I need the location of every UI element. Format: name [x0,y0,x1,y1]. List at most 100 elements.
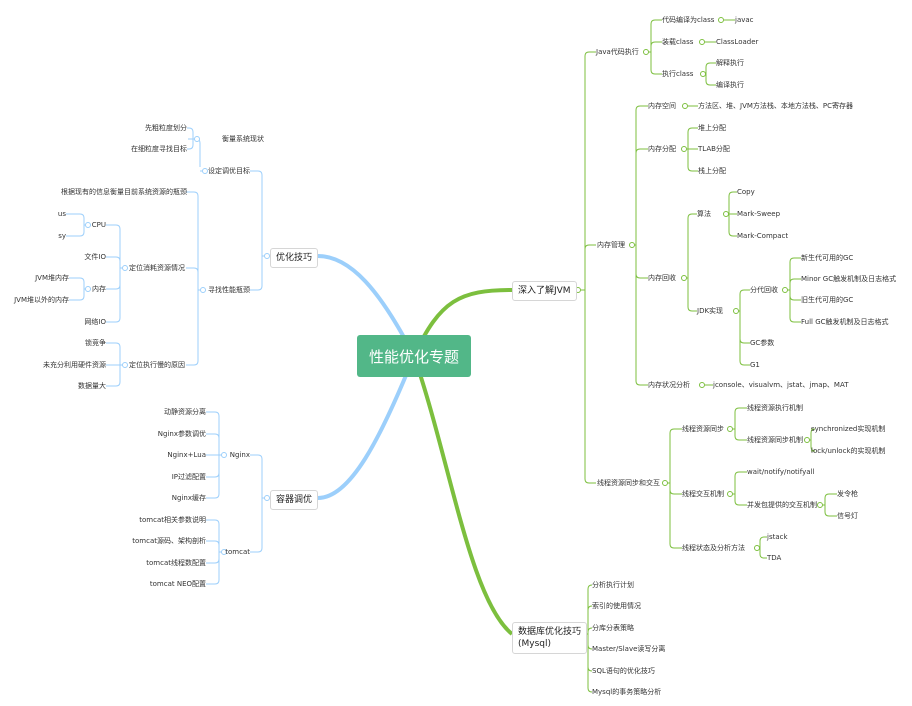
node-mem-mgmt[interactable]: 内存管理 [597,241,625,249]
leaf-db-1[interactable]: 索引的使用情况 [592,602,641,610]
leaf-minor-gc[interactable]: Minor GC触发机制及日志格式 [801,275,897,283]
leaf-db-3[interactable]: Master/Slave读写分离 [592,645,666,653]
leaf-copy[interactable]: Copy [737,188,755,196]
connector [250,170,263,176]
leaf-lock-unlock[interactable]: lock/unlock的实现机制 [811,447,886,455]
node-mem-space[interactable]: 内存空间 [648,102,676,110]
connector [187,144,194,150]
leaf-gc-params[interactable]: GC参数 [750,339,775,347]
node-slow-cause[interactable]: 定位执行慢的原因 [129,361,185,369]
leaf-off-heap[interactable]: JVM堆以外的内存 [14,296,69,304]
leaf-mark-compact[interactable]: Mark-Compact [737,232,789,240]
leaf-tomcat-2[interactable]: tomcat线程数配置 [146,559,206,567]
node-exec-class[interactable]: 执行class [662,70,694,78]
branch-knob [681,275,687,281]
node-thread-inter[interactable]: 线程交互机制 [682,490,724,498]
connector [206,558,220,564]
central-topic[interactable]: 性能优化专题 [357,335,471,377]
leaf-jvm-heap[interactable]: JVM堆内存 [35,274,69,282]
leaf-hardware[interactable]: 未充分利用硬件资源 [43,361,106,369]
connector [106,224,121,230]
leaf-classloader[interactable]: ClassLoader [716,38,759,46]
node-java-exec[interactable]: Java代码执行 [596,48,639,56]
leaf-nginx-3[interactable]: IP过滤配置 [171,473,206,481]
leaf-full-gc[interactable]: Full GC触发机制及日志格式 [801,318,889,326]
node-find-bottleneck[interactable]: 寻找性能瓶颈 [208,286,250,294]
leaf-db-4[interactable]: SQL语句的优化技巧 [592,667,655,675]
node-set-goal[interactable]: 设定调优目标 [208,167,250,175]
leaf-interpret[interactable]: 解释执行 [716,59,744,67]
connector [587,605,593,611]
leaf-thread-exec[interactable]: 线程资源执行机制 [747,404,803,412]
leaf-data-size[interactable]: 数据量大 [78,382,106,390]
leaf-tomcat-1[interactable]: tomcat源码、架构剖析 [132,537,206,545]
node-tomcat[interactable]: tomcat [225,548,250,556]
leaf-tomcat-3[interactable]: tomcat NEO配置 [149,580,206,588]
node-mem-gc[interactable]: 内存回收 [648,274,676,282]
leaf-nginx-0[interactable]: 动静资源分离 [164,408,206,416]
node-thread[interactable]: 线程资源同步和交互 [597,479,660,487]
leaf-nginx-2[interactable]: Nginx+Lua [167,451,206,459]
connector [824,511,837,517]
branch-jvm[interactable]: 深入了解JVM [512,281,577,301]
leaf-net-io[interactable]: 网络IO [84,318,106,326]
leaf-compile-exec[interactable]: 编译执行 [716,81,744,89]
leaf-wait-notify[interactable]: wait/notify/notifyall [747,468,815,476]
leaf-heap-alloc[interactable]: 堆上分配 [698,124,726,132]
branch-db[interactable]: 数据库优化技巧 (Mysql) [512,622,588,654]
node-jdk-impl[interactable]: JDK实现 [697,307,724,315]
leaf-tlab-alloc[interactable]: TLAB分配 [698,145,730,153]
leaf-old-gc[interactable]: 旧生代可用的GC [801,296,854,304]
leaf-mark-sweep[interactable]: Mark-Sweep [737,210,781,218]
leaf-javac[interactable]: javac [735,16,754,24]
leaf-nginx-1[interactable]: Nginx参数调优 [157,430,206,438]
branch-knob [264,253,270,259]
connector [186,360,199,366]
leaf-fine[interactable]: 在细粒度寻找目标 [131,145,187,153]
node-gc-algo[interactable]: 算法 [697,210,711,218]
node-concurrent[interactable]: 并发包提供的交互机制 [747,501,817,509]
node-nginx[interactable]: Nginx [229,451,250,459]
node-load-class[interactable]: 装载class [662,38,694,46]
node-cpu[interactable]: CPU [91,221,106,229]
connector [669,428,682,434]
leaf-mem-space[interactable]: 方法区、堆、JVM方法栈、本地方法栈、PC寄存器 [698,102,854,110]
leaf-stack-alloc[interactable]: 栈上分配 [698,167,726,175]
leaf-synchronized[interactable]: synchronized实现机制 [811,425,886,433]
connector [587,666,593,672]
leaf-tda[interactable]: TDA [767,554,782,562]
node-res-usage[interactable]: 定位消耗资源情况 [129,264,185,272]
node-compile[interactable]: 代码编译为class [662,16,715,24]
connector [687,166,698,172]
node-measure[interactable]: 衡量系统现状 [222,135,264,143]
leaf-nginx-4[interactable]: Nginx缓存 [171,494,206,502]
node-gen-gc[interactable]: 分代回收 [750,286,778,294]
leaf-semaphore[interactable]: 信号灯 [837,512,858,520]
connector [759,553,767,559]
branch-container[interactable]: 容器调优 [270,490,319,510]
leaf-file-io[interactable]: 文件IO [84,253,106,261]
leaf-db-0[interactable]: 分析执行计划 [592,581,634,589]
node-thread-state[interactable]: 线程状态及分析方法 [682,544,745,552]
leaf-db-2[interactable]: 分库分表策略 [592,624,634,632]
leaf-mem-tools[interactable]: jconsole、visualvm、jstat、jmap、MAT [713,381,849,389]
leaf-starter-gun[interactable]: 发令枪 [837,490,858,498]
node-sync-mech[interactable]: 线程资源同步机制 [747,436,803,444]
connector [587,627,593,633]
leaf-us[interactable]: us [57,210,66,218]
branch-optimization[interactable]: 优化技巧 [270,248,319,268]
leaf-g1[interactable]: G1 [750,361,760,369]
leaf-bottleneck-info[interactable]: 根据现有的信息衡量目前系统资源的瓶颈 [61,188,187,196]
node-mem-alloc[interactable]: 内存分配 [648,145,676,153]
connector [587,584,593,590]
node-thread-sync[interactable]: 线程资源同步 [682,425,724,433]
leaf-young-gc[interactable]: 新生代可用的GC [801,254,854,262]
leaf-jstack[interactable]: jstack [767,533,788,541]
node-mem-status[interactable]: 内存状况分析 [648,381,690,389]
node-memory[interactable]: 内存 [92,285,106,293]
leaf-sy[interactable]: sy [58,232,66,240]
leaf-lock[interactable]: 锁竞争 [85,339,106,347]
leaf-coarse[interactable]: 先粗粒度划分 [145,124,187,132]
leaf-tomcat-0[interactable]: tomcat相关参数说明 [139,516,206,524]
leaf-db-5[interactable]: Mysql的事务策略分析 [592,688,662,696]
